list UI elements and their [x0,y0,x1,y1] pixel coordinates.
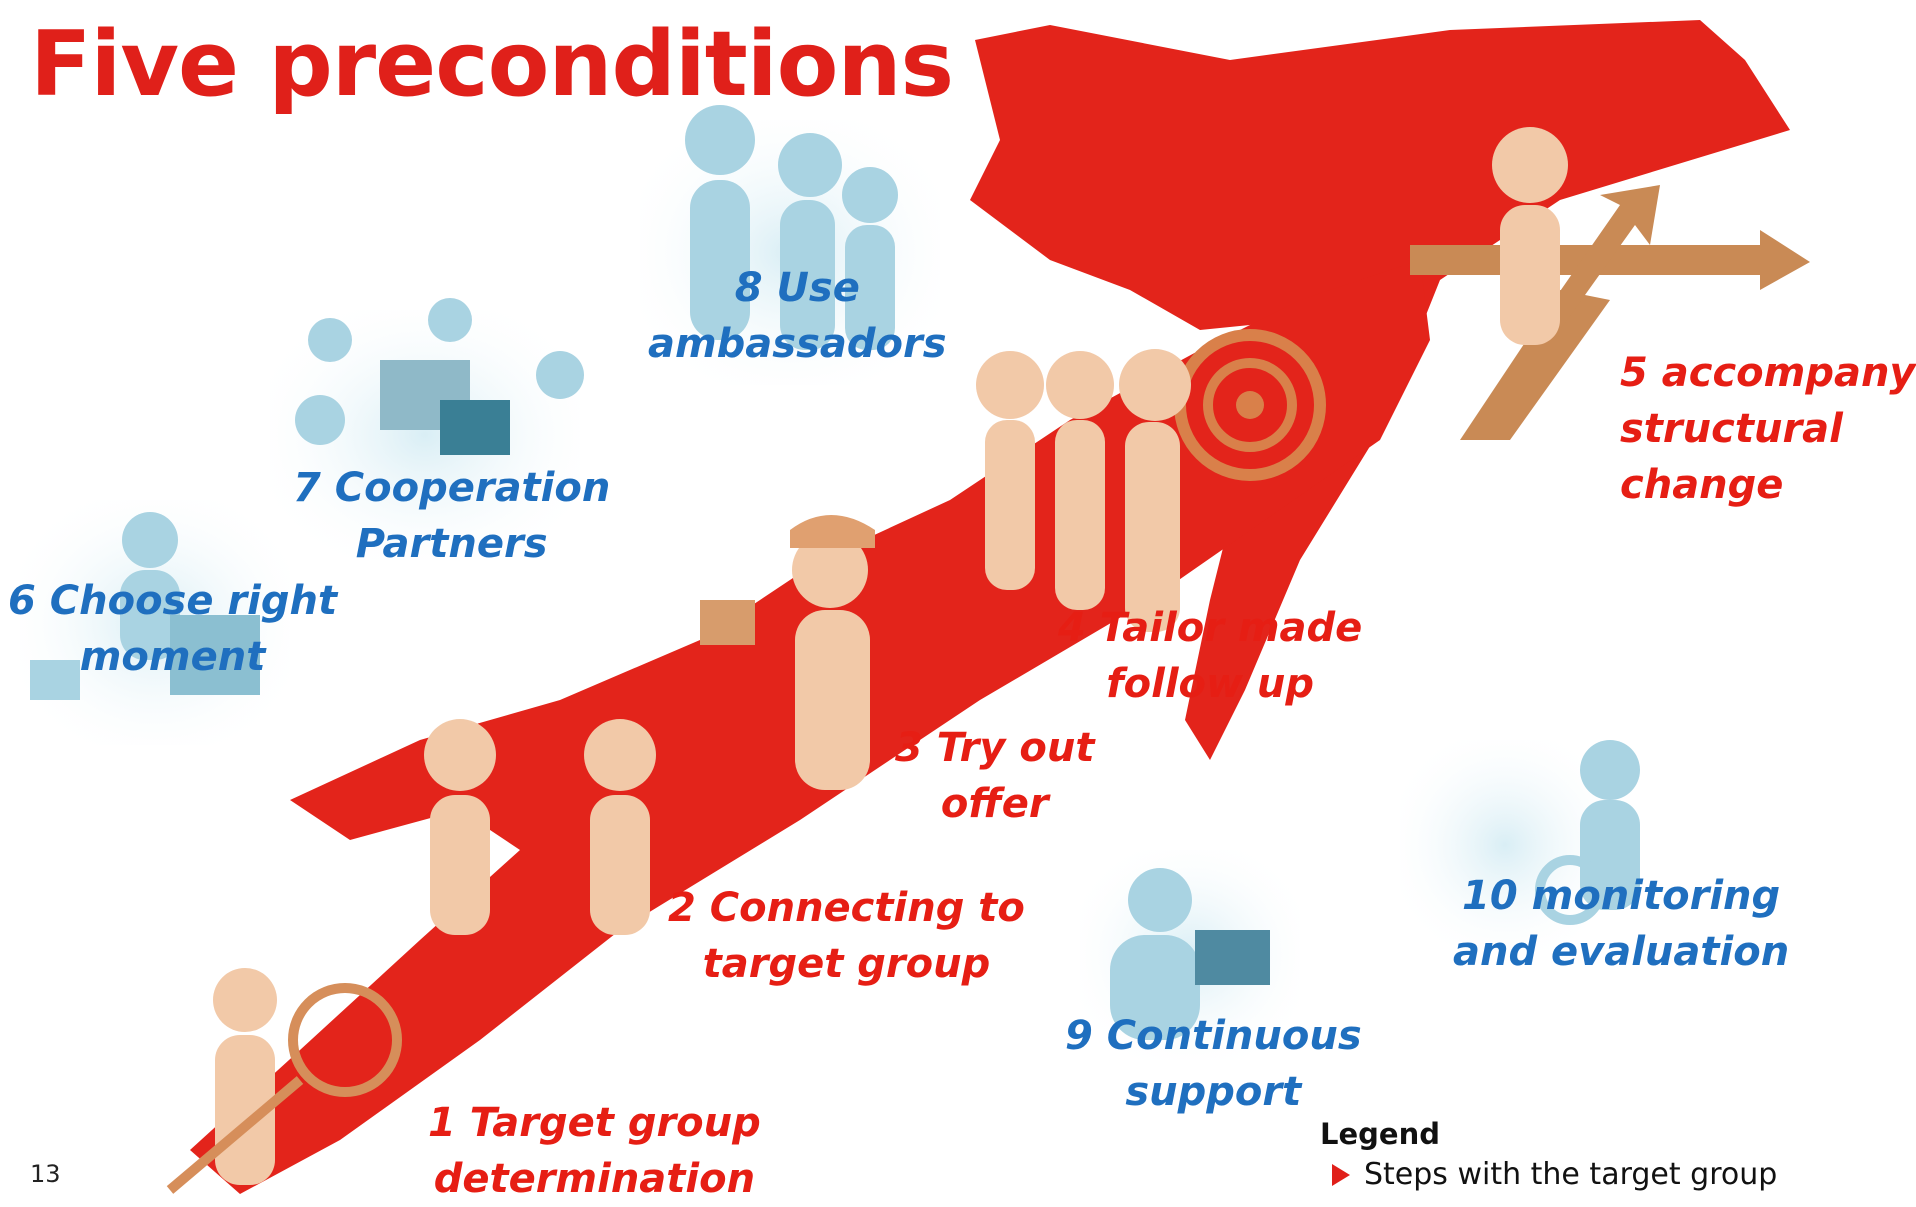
legend-title: Legend [1320,1117,1440,1151]
step-3-label: 3 Try out offer [895,725,1095,827]
step-10-label: 10 monitoring and evaluation [1453,873,1790,975]
blue-figures [30,105,1640,1040]
page-title: Five preconditions [30,12,954,117]
step-1-label: 1 Target group determination [428,1100,761,1202]
skin-figures [166,127,1568,1194]
legend-item-label: Steps with the target group [1364,1157,1778,1192]
legend: Legend Steps with the target group [1320,1117,1777,1192]
step-7-label: 7 Cooperation Partners [293,465,611,567]
page-number: 13 [30,1160,61,1188]
legend-item: Steps with the target group [1320,1157,1777,1192]
step-9-label: 9 Continuous support [1065,1013,1362,1115]
step-6-label: 6 Choose right moment [8,578,338,680]
step-8-label: 8 Use ambassadors [648,265,947,367]
step-4-label: 4 Tailor made follow up [1058,605,1363,707]
illustration [20,20,1810,1194]
red-triangle-icon [1332,1163,1350,1186]
step-2-label: 2 Connecting to target group [668,885,1025,987]
step-5-label: 5 accompany structural change [1620,350,1916,508]
